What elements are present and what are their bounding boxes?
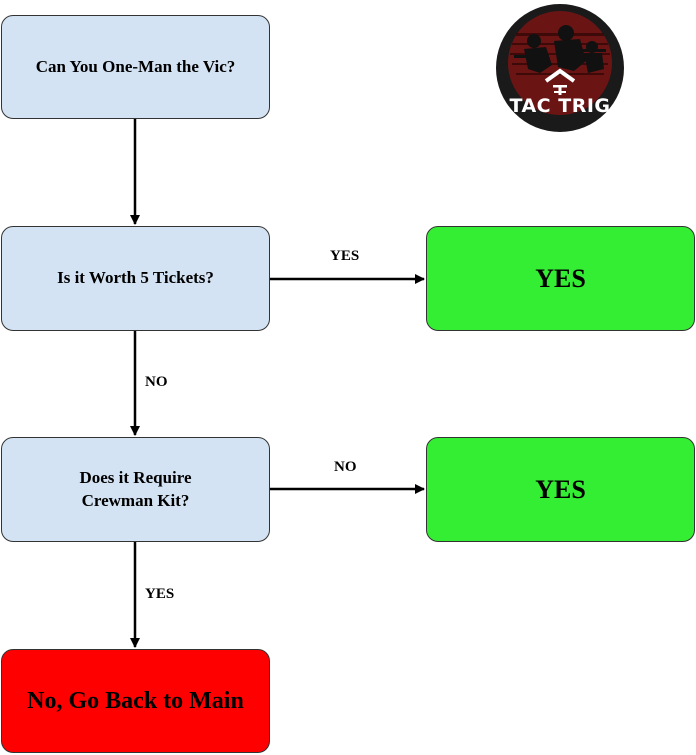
- decision-require-crewman-kit-line-1: Does it Require: [79, 467, 192, 487]
- edge-label-yes-crewman: YES: [145, 586, 175, 602]
- tactrig-logo-icon: [496, 4, 624, 132]
- decision-require-crewman-kit-label: Does it Require Crewman Kit?: [79, 467, 191, 513]
- decision-one-man-vic: Can You One-Man the Vic?: [1, 15, 270, 119]
- decision-require-crewman-kit-line-2: Crewman Kit?: [81, 490, 190, 510]
- decision-require-crewman-kit: Does it Require Crewman Kit?: [1, 437, 270, 542]
- result-yes-tickets-label: YES: [535, 263, 586, 293]
- decision-worth-5-tickets-label: Is it Worth 5 Tickets?: [57, 268, 214, 288]
- result-yes-crewman: YES: [426, 437, 695, 542]
- tactrig-logo: TAC TRIG: [494, 3, 626, 133]
- edge-label-no-tickets: NO: [145, 374, 168, 390]
- tactrig-logo-text: TAC TRIG: [509, 95, 611, 117]
- edge-label-yes-tickets: YES: [330, 248, 360, 264]
- result-no-go-back-label: No, Go Back to Main: [27, 687, 244, 714]
- decision-worth-5-tickets: Is it Worth 5 Tickets?: [1, 226, 270, 331]
- result-yes-tickets: YES: [426, 226, 695, 331]
- edge-label-no-crewman: NO: [334, 459, 357, 475]
- result-no-go-back: No, Go Back to Main: [1, 649, 270, 753]
- decision-one-man-vic-label: Can You One-Man the Vic?: [35, 56, 236, 76]
- result-yes-crewman-label: YES: [535, 474, 586, 504]
